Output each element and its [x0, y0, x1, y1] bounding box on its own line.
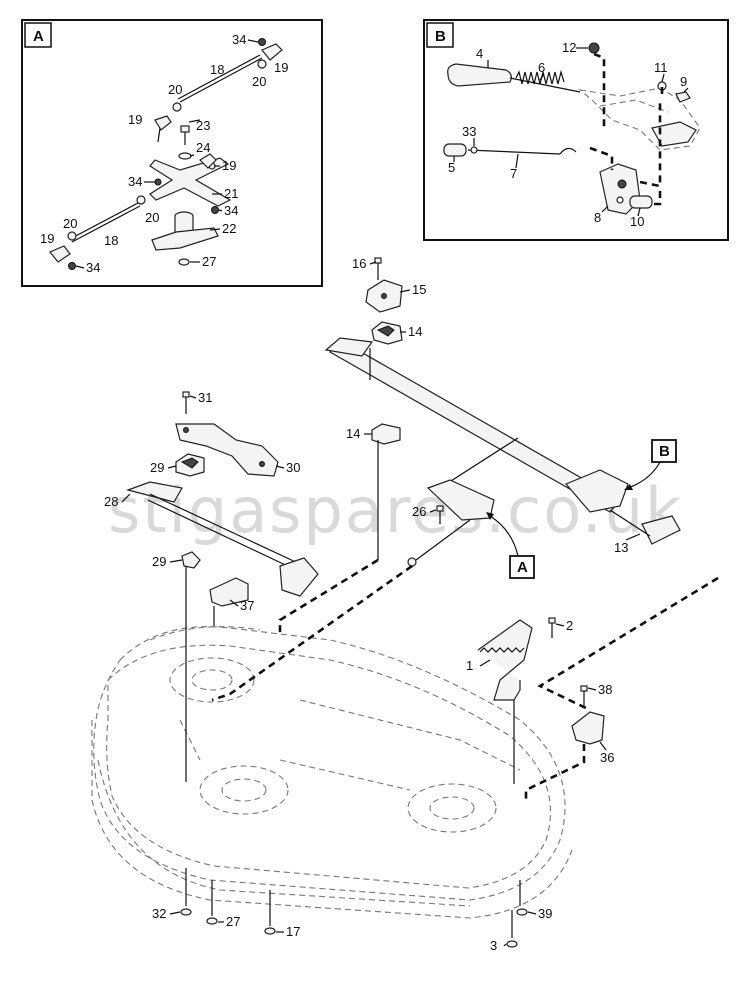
part-label: 39 [538, 906, 552, 921]
inset-b-part-label: 5 [448, 160, 455, 175]
inset-a-label: A [33, 28, 44, 45]
inset-a-part-label: 27 [202, 254, 216, 269]
part-label: 38 [598, 682, 612, 697]
inset-a-part-label: 18 [104, 233, 118, 248]
inset-b-part-label: 7 [510, 166, 517, 181]
part-label: 14 [346, 426, 360, 441]
part-label: 29 [150, 460, 164, 475]
inset-a-part-label: 19 [128, 112, 142, 127]
part-label: 3 [490, 938, 497, 953]
inset-a-part-label: 24 [196, 140, 210, 155]
inset-a-part-label: 18 [210, 62, 224, 77]
inset-a-part-label: 34 [128, 174, 142, 189]
inset-b-part-label: 10 [630, 214, 644, 229]
part-label: 31 [198, 390, 212, 405]
callout-a-label: A [517, 559, 528, 576]
inset-a-part-label: 20 [168, 82, 182, 97]
part-label: 27 [226, 914, 240, 929]
inset-a-part-label: 34 [224, 203, 238, 218]
part-label: 29 [152, 554, 166, 569]
part-label: 13 [614, 540, 628, 555]
part-label: 14 [408, 324, 422, 339]
part-label: 36 [600, 750, 614, 765]
main-assembly: A B 16 15 14 31 14 29 30 28 26 29 37 13 … [91, 256, 719, 953]
inset-a-part-label: 23 [196, 118, 210, 133]
inset-a-part-label: 20 [145, 210, 159, 225]
part-label: 15 [412, 282, 426, 297]
inset-b-part-label: 6 [538, 60, 545, 75]
inset-b-part-label: 11 [654, 60, 668, 75]
part-label: 28 [104, 494, 118, 509]
callout-b-label: B [659, 443, 670, 460]
callout-b-box [651, 439, 677, 463]
part-label: 16 [352, 256, 366, 271]
part-label: 32 [152, 906, 166, 921]
inset-b-label: B [435, 28, 446, 45]
inset-a-part-label: 19 [274, 60, 288, 75]
inset-a-part-label: 34 [232, 32, 246, 47]
inset-b-part-label: 33 [462, 124, 476, 139]
inset-a-part-label: 20 [252, 74, 266, 89]
inset-b-part-label: 12 [562, 40, 576, 55]
part-label: 30 [286, 460, 300, 475]
inset-a-part-label: 34 [86, 260, 100, 275]
inset-a-part-label: 19 [222, 158, 236, 173]
part-label: 17 [286, 924, 300, 939]
part-label: 26 [412, 504, 426, 519]
part-label: 2 [566, 618, 573, 633]
part-label: 37 [240, 598, 254, 613]
inset-b-part-label: 9 [680, 74, 687, 89]
inset-b: B 12 4 6 11 9 [423, 19, 729, 241]
callout-a-box [509, 555, 535, 579]
inset-a-part-label: 21 [224, 186, 238, 201]
inset-a-part-label: 19 [40, 231, 54, 246]
inset-b-part-label: 4 [476, 46, 483, 61]
inset-a-part-label: 20 [63, 216, 77, 231]
inset-a: A 34 19 18 [21, 19, 323, 287]
inset-b-part-label: 8 [594, 210, 601, 225]
inset-a-part-label: 22 [222, 221, 236, 236]
part-label: 1 [466, 658, 473, 673]
